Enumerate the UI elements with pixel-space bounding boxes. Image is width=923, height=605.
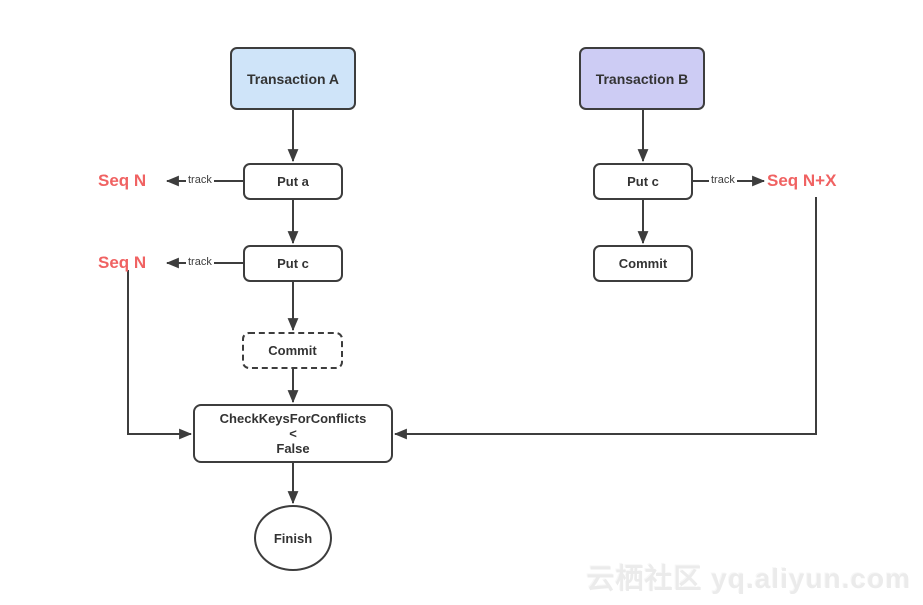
seq-n-plus-x-label: Seq N+X: [767, 171, 837, 190]
node-transaction-a: Transaction A: [230, 47, 356, 110]
track-edge-label-put-c-b: track: [709, 174, 737, 186]
seq-n-label-put-a: Seq N: [98, 171, 147, 190]
node-finish: Finish: [254, 505, 332, 571]
seq-n-label-put-c: Seq N: [98, 253, 147, 272]
watermark-yunqi-community: 云栖社区 yq.aliyun.com: [586, 563, 911, 594]
node-put-c-transaction-b: Put c: [593, 163, 693, 200]
node-transaction-b-label: Transaction B: [595, 70, 689, 87]
check-keys-line2: <: [289, 426, 297, 441]
node-check-keys-for-conflicts: CheckKeysForConflicts < False: [193, 404, 393, 463]
track-edge-label-put-a: track: [186, 174, 214, 186]
node-commit-transaction-b: Commit: [593, 245, 693, 282]
node-put-a: Put a: [243, 163, 343, 200]
node-commit-right-label: Commit: [618, 256, 668, 271]
node-commit-dashed-label: Commit: [268, 343, 317, 358]
node-put-c-right-label: Put c: [627, 174, 659, 189]
check-keys-line1: CheckKeysForConflicts: [219, 411, 367, 426]
edge-seq-nx-to-checkkeys: [393, 197, 817, 440]
node-put-c-left-label: Put c: [277, 256, 309, 271]
node-transaction-a-label: Transaction A: [246, 70, 340, 87]
check-keys-line3: False: [276, 441, 310, 456]
node-transaction-b: Transaction B: [579, 47, 705, 110]
node-finish-label: Finish: [273, 530, 313, 546]
track-edge-label-put-c: track: [186, 256, 214, 268]
node-put-c-transaction-a: Put c: [243, 245, 343, 282]
node-commit-dashed: Commit: [242, 332, 343, 369]
edge-seq-n-to-checkkeys: [127, 270, 193, 440]
node-put-a-label: Put a: [277, 174, 309, 189]
